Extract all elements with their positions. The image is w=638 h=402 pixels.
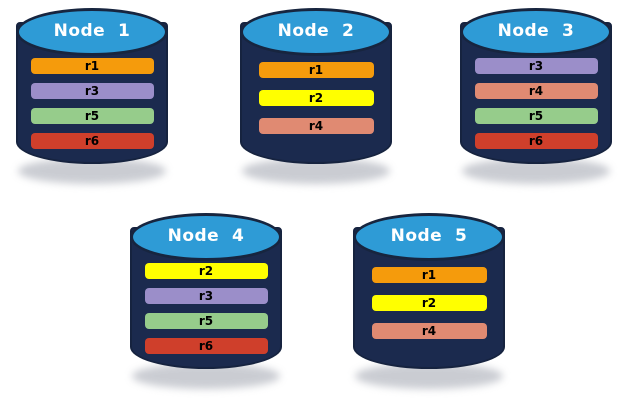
cylinder-top-ellipse: Node 5 xyxy=(353,213,505,261)
record-bar: r5 xyxy=(474,108,598,124)
database-node: Node 3 r3 r4 r5 r6 xyxy=(452,0,620,188)
record-bar: r1 xyxy=(258,62,374,78)
cylinder-top-ellipse: Node 4 xyxy=(130,213,282,261)
record-bar: r6 xyxy=(144,338,268,354)
record-label: r3 xyxy=(198,288,214,303)
record-label: r6 xyxy=(198,338,214,353)
record-bar: r4 xyxy=(258,118,374,134)
record-label: r1 xyxy=(421,267,437,282)
record-bar: r5 xyxy=(144,313,268,329)
record-label: r2 xyxy=(198,263,214,278)
record-label: r4 xyxy=(308,118,324,133)
record-bar: r3 xyxy=(144,288,268,304)
record-bar: r2 xyxy=(371,295,487,311)
database-node: Node 2 r1 r2 r4 xyxy=(232,0,400,188)
record-bar: r2 xyxy=(144,263,268,279)
node-label: Node 2 xyxy=(277,21,355,41)
record-bar: r5 xyxy=(30,108,154,124)
node-label: Node 4 xyxy=(167,226,245,246)
record-bar: r4 xyxy=(371,323,487,339)
record-bar: r3 xyxy=(30,83,154,99)
record-label: r2 xyxy=(421,295,437,310)
node-label: Node 5 xyxy=(390,226,468,246)
record-label: r3 xyxy=(84,83,100,98)
record-label: r4 xyxy=(421,323,437,338)
record-list: r3 r4 r5 r6 xyxy=(460,58,612,158)
record-bar: r1 xyxy=(371,267,487,283)
record-list: r2 r3 r5 r6 xyxy=(130,263,282,363)
record-list: r1 r2 r4 xyxy=(240,62,392,146)
record-label: r5 xyxy=(198,313,214,328)
record-bar: r6 xyxy=(30,133,154,149)
record-label: r4 xyxy=(528,83,544,98)
record-label: r1 xyxy=(84,58,100,73)
record-label: r6 xyxy=(528,133,544,148)
record-bar: r4 xyxy=(474,83,598,99)
record-label: r5 xyxy=(528,108,544,123)
record-bar: r1 xyxy=(30,58,154,74)
node-label: Node 1 xyxy=(53,21,131,41)
database-node: Node 5 r1 r2 r4 xyxy=(345,205,513,393)
record-bar: r2 xyxy=(258,90,374,106)
cylinder-top-ellipse: Node 2 xyxy=(240,8,392,56)
record-label: r5 xyxy=(84,108,100,123)
cylinder-top-ellipse: Node 3 xyxy=(460,8,612,56)
record-label: r1 xyxy=(308,62,324,77)
cylinder-top-ellipse: Node 1 xyxy=(16,8,168,56)
node-label: Node 3 xyxy=(497,21,575,41)
database-node: Node 4 r2 r3 r5 r6 xyxy=(122,205,290,393)
record-label: r2 xyxy=(308,90,324,105)
database-node: Node 1 r1 r3 r5 r6 xyxy=(8,0,176,188)
record-bar: r6 xyxy=(474,133,598,149)
record-list: r1 r2 r4 xyxy=(353,267,505,351)
record-bar: r3 xyxy=(474,58,598,74)
record-label: r3 xyxy=(528,58,544,73)
record-list: r1 r3 r5 r6 xyxy=(16,58,168,158)
record-label: r6 xyxy=(84,133,100,148)
